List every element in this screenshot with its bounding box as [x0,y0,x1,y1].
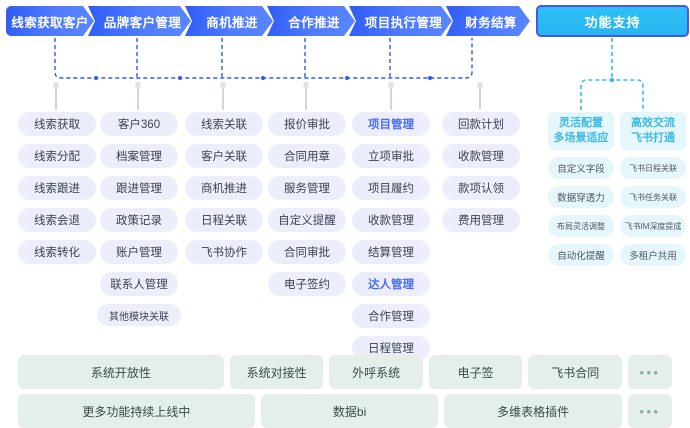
module-pill[interactable]: 服务管理 [268,176,346,200]
feature-pill[interactable]: 数据穿透力 [548,186,614,208]
process-stage-label: 合作推进 [288,15,340,30]
process-stage-2[interactable]: 品牌客户管理 [88,6,191,36]
feature-header-line: 飞书打通 [631,132,675,144]
module-pill[interactable]: 日程关联 [185,208,263,232]
process-stage-1[interactable]: 线索获取客户 [6,6,94,36]
module-pill[interactable]: 收款管理 [352,208,430,232]
module-pill[interactable]: 客户关联 [185,144,263,168]
feature-column-header[interactable]: 灵活配置多场景适应 [548,112,614,150]
capability-cell[interactable]: 飞书合同 [528,355,622,389]
module-pill[interactable]: 飞书协作 [185,240,263,264]
module-pill[interactable]: 线索会退 [18,208,96,232]
module-pill[interactable]: 款项认领 [442,176,520,200]
feature-header-line: 多场景适应 [553,132,609,144]
module-pill[interactable]: 线索跟进 [18,176,96,200]
module-pill[interactable]: 跟进管理 [100,176,178,200]
module-column-project-execution-management: 项目管理立项审批项目履约收款管理结算管理达人管理合作管理日程管理 [352,112,430,360]
feature-pill[interactable]: 自动化提醒 [548,244,614,266]
module-pill[interactable]: 线索关联 [185,112,263,136]
capability-cell[interactable]: 多维表格插件 [444,394,622,428]
module-column-cooperation-advancement: 报价审批合同用章服务管理自定义提醒合同审批电子签约 [268,112,346,296]
feature-pill[interactable]: 飞书日程关联 [620,157,686,179]
process-stage-5[interactable]: 项目执行管理 [349,6,452,36]
module-pill[interactable]: 联系人管理 [100,272,178,296]
module-pill[interactable]: 档案管理 [100,144,178,168]
module-pill[interactable]: 合作管理 [352,304,430,328]
feature-column-header[interactable]: 高效交流飞书打通 [620,112,686,150]
bottom-row-integration-row: 系统开放性系统对接性外呼系统电子签飞书合同••• [18,355,672,389]
module-pill[interactable]: 收款管理 [442,144,520,168]
module-pill[interactable]: 账户管理 [100,240,178,264]
feature-header-line: 灵活配置 [559,117,603,129]
module-pill[interactable]: 线索转化 [18,240,96,264]
function-support-label: 功能支持 [584,14,641,30]
module-pill[interactable]: 商机推进 [185,176,263,200]
process-stage-label: 项目执行管理 [364,15,443,30]
function-support-box[interactable]: 功能支持 [536,5,689,37]
feature-pill[interactable]: 多租户共用 [620,244,686,266]
module-pill[interactable]: 其他模块关联 [97,304,181,326]
process-stage-label: 线索获取客户 [11,15,89,30]
feature-pill[interactable]: 布局灵活调整 [548,215,614,237]
capability-cell[interactable]: 系统对接性 [229,355,324,389]
feature-pill[interactable]: 飞书IM深度提成 [620,215,686,237]
process-stage-4[interactable]: 合作推进 [267,6,355,36]
capability-cell[interactable]: 电子签 [428,355,523,389]
feature-column-flexible-configuration: 灵活配置多场景适应自定义字段数据穿透力布局灵活调整自动化提醒 [548,112,614,266]
capability-cell[interactable]: 外呼系统 [329,355,423,389]
process-stage-6[interactable]: 财务结算 [446,6,530,36]
module-pill[interactable]: 立项审批 [352,144,430,168]
feature-pill[interactable]: 自定义字段 [548,157,614,179]
module-pill[interactable]: 电子签约 [268,272,346,296]
module-column-brand-customer-management: 客户360 档案管理跟进管理政策记录账户管理联系人管理其他模块关联 [97,112,181,326]
module-column-financial-settlement: 回款计划收款管理款项认领费用管理 [442,112,520,232]
module-pill[interactable]: 政策记录 [100,208,178,232]
module-column-opportunity-advancement: 线索关联客户关联商机推进日程关联飞书协作 [185,112,263,264]
module-pill[interactable]: 自定义提醒 [268,208,346,232]
module-pill[interactable]: 合同审批 [268,240,346,264]
feature-column-efficient-communication: 高效交流飞书打通飞书日程关联飞书任务关联飞书IM深度提成多租户共用 [620,112,686,266]
module-pill[interactable]: 线索获取 [18,112,96,136]
module-pill[interactable]: 费用管理 [442,208,520,232]
capability-cell[interactable]: 系统开放性 [18,355,224,389]
module-pill[interactable]: 回款计划 [442,112,520,136]
process-stage-label: 品牌客户管理 [103,15,182,30]
module-column-lead-acquisition: 线索获取线索分配线索跟进线索会退线索转化 [18,112,96,264]
module-pill[interactable]: 结算管理 [352,240,430,264]
feature-header-line: 高效交流 [631,117,675,129]
more-dots-icon[interactable]: ••• [627,394,672,428]
module-pill[interactable]: 线索分配 [18,144,96,168]
module-pill[interactable]: 项目履约 [352,176,430,200]
process-stage-label: 财务结算 [465,15,517,30]
module-pill[interactable]: 报价审批 [268,112,346,136]
module-pill[interactable]: 客户360 [100,112,178,136]
module-pill[interactable]: 合同用章 [268,144,346,168]
feature-pill[interactable]: 飞书任务关联 [620,186,686,208]
capability-cell[interactable]: 数据bi [260,394,439,428]
module-pill[interactable]: 项目管理 [352,112,430,136]
more-dots-icon[interactable]: ••• [628,355,672,389]
process-stage-label: 商机推进 [206,15,258,30]
module-pill[interactable]: 达人管理 [352,272,430,296]
process-stage-3[interactable]: 商机推进 [185,6,273,36]
capability-cell[interactable]: 更多功能持续上线中 [18,394,255,428]
